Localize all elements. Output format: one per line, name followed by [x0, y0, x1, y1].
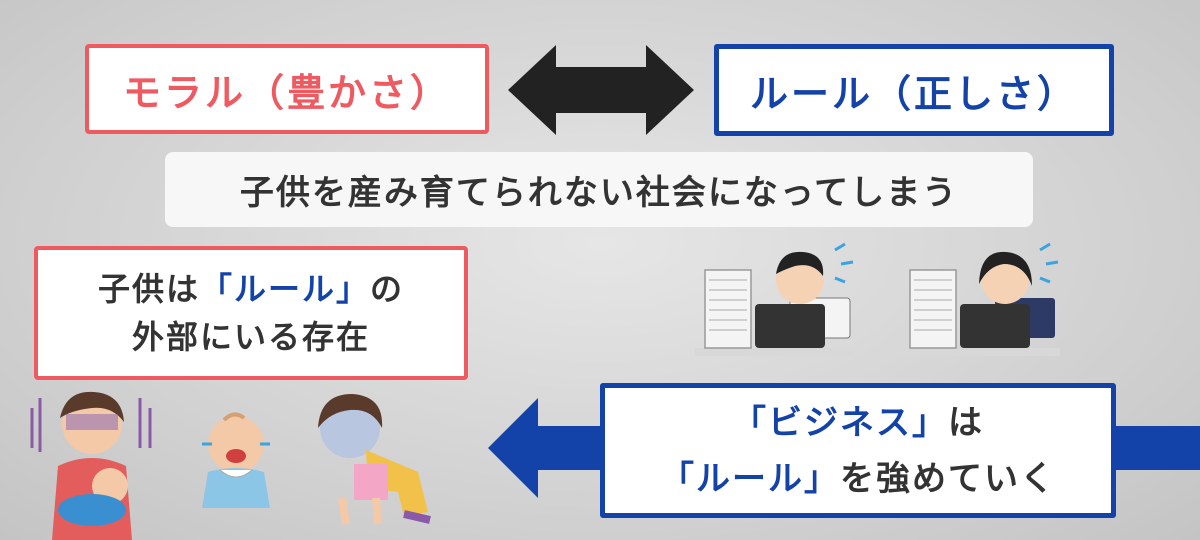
business-box: 「ビジネス」は 「ルール」を強めていく [600, 383, 1116, 518]
business-particle: は [948, 402, 984, 443]
overworked-woman-icon [900, 242, 1060, 356]
business-line-2: 「ルール」を強めていく [660, 451, 1056, 507]
children-line-2: 外部にいる存在 [131, 318, 370, 356]
business-term: 「ビジネス」 [732, 402, 948, 443]
headline-text: 子供を産み育てられない社会になってしまう [239, 173, 959, 213]
business-line-1: 「ビジネス」は [732, 395, 984, 451]
children-text-a: 子供は [97, 270, 200, 308]
business-strengthen-text: を強めていく [840, 458, 1056, 499]
rule-label: ルール（正しさ） [749, 71, 1078, 116]
children-text-c: の [370, 270, 405, 308]
tired-mother-with-baby-icon [30, 391, 152, 540]
business-rule-term: 「ルール」 [660, 458, 840, 499]
moral-label: モラル（豊かさ） [122, 70, 451, 115]
moral-box: モラル（豊かさ） [85, 44, 489, 134]
exhausted-crawling-woman-icon [318, 394, 431, 525]
rule-box: ルール（正しさ） [714, 44, 1114, 136]
children-box: 子供は「ルール」の 外部にいる存在 [34, 246, 468, 380]
double-arrow-icon [508, 45, 694, 135]
headline-banner: 子供を産み育てられない社会になってしまう [165, 152, 1033, 227]
children-rule-text: 「ルール」 [199, 270, 370, 308]
overworked-man-icon [695, 242, 855, 356]
crying-baby-icon [202, 412, 270, 508]
children-line-1: 子供は「ルール」の [98, 265, 404, 313]
